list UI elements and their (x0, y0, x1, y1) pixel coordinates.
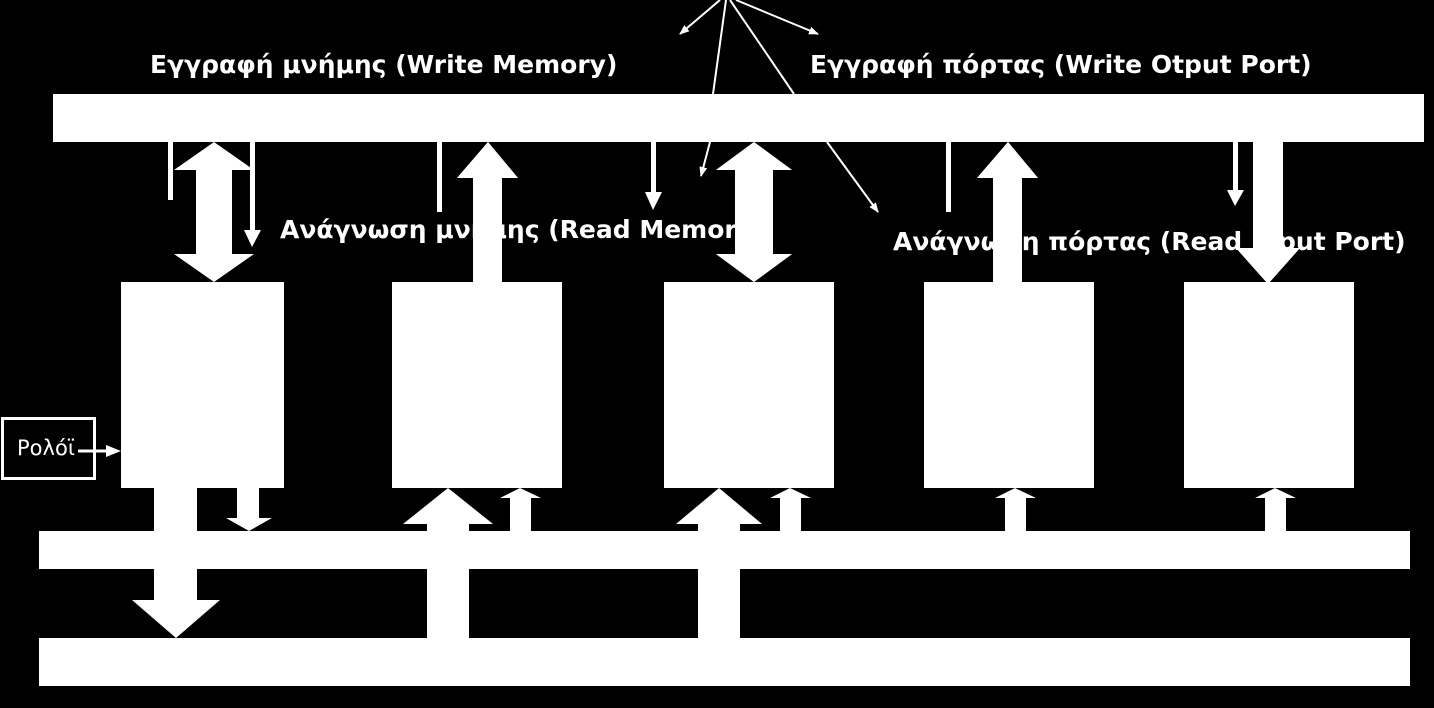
data-connector-3 (780, 496, 801, 531)
read-port-label: Ανάγνωση πόρτας (Read Input Port) (893, 227, 1406, 256)
address-arrowhead-3 (676, 488, 762, 524)
address-bus (39, 638, 1410, 686)
clock-box (1, 417, 96, 480)
write-memory-label: Εγγραφή μνήμης (Write Memory) (150, 50, 618, 79)
control-line-3 (651, 142, 656, 192)
up-arrow-4 (977, 142, 1038, 282)
data-arrowhead-5 (1255, 488, 1296, 498)
data-connector-5 (1265, 496, 1286, 531)
unit-block-2 (392, 282, 562, 488)
pointer-line (699, 141, 711, 177)
pointer-line (729, 0, 795, 95)
double-arrow-3 (716, 142, 792, 282)
down-arrow-5 (1236, 142, 1300, 284)
control-bus (53, 94, 1424, 142)
pointer-line (712, 0, 727, 95)
data-arrowhead-3 (770, 488, 811, 498)
control-line-4 (946, 142, 951, 212)
data-connector-4 (1005, 496, 1026, 531)
pointer-line (826, 141, 879, 213)
control-line-1b (250, 142, 255, 230)
address-connector-1 (154, 488, 197, 603)
pointer-line (735, 0, 819, 35)
data-arrowhead-1 (226, 518, 272, 531)
control-arrowhead-5 (1227, 190, 1244, 206)
read-memory-label: Ανάγνωση μνήμης (Read Memory) (280, 215, 765, 244)
double-arrow-1 (174, 142, 254, 282)
unit-block-3 (664, 282, 834, 488)
control-line-2 (437, 142, 442, 212)
data-connector-1 (237, 488, 259, 520)
address-arrowhead-2 (403, 488, 493, 524)
data-arrowhead-2 (500, 488, 541, 498)
up-arrow-2 (457, 142, 518, 282)
control-arrowhead-3 (645, 192, 662, 210)
control-line-1 (168, 142, 173, 200)
address-connector-3 (698, 520, 740, 638)
data-connector-2 (510, 496, 531, 531)
address-connector-2 (427, 520, 469, 638)
unit-block-4 (924, 282, 1094, 488)
control-line-5 (1233, 142, 1238, 190)
address-arrowhead-1 (132, 600, 220, 638)
control-arrowhead-1b (244, 230, 261, 247)
pointer-line (679, 0, 721, 35)
unit-block-5 (1184, 282, 1354, 488)
write-port-label: Εγγραφή πόρτας (Write Otput Port) (810, 50, 1312, 79)
unit-block-1 (121, 282, 284, 488)
clock-label: Ρολόϊ (17, 436, 75, 460)
data-arrowhead-4 (995, 488, 1036, 498)
